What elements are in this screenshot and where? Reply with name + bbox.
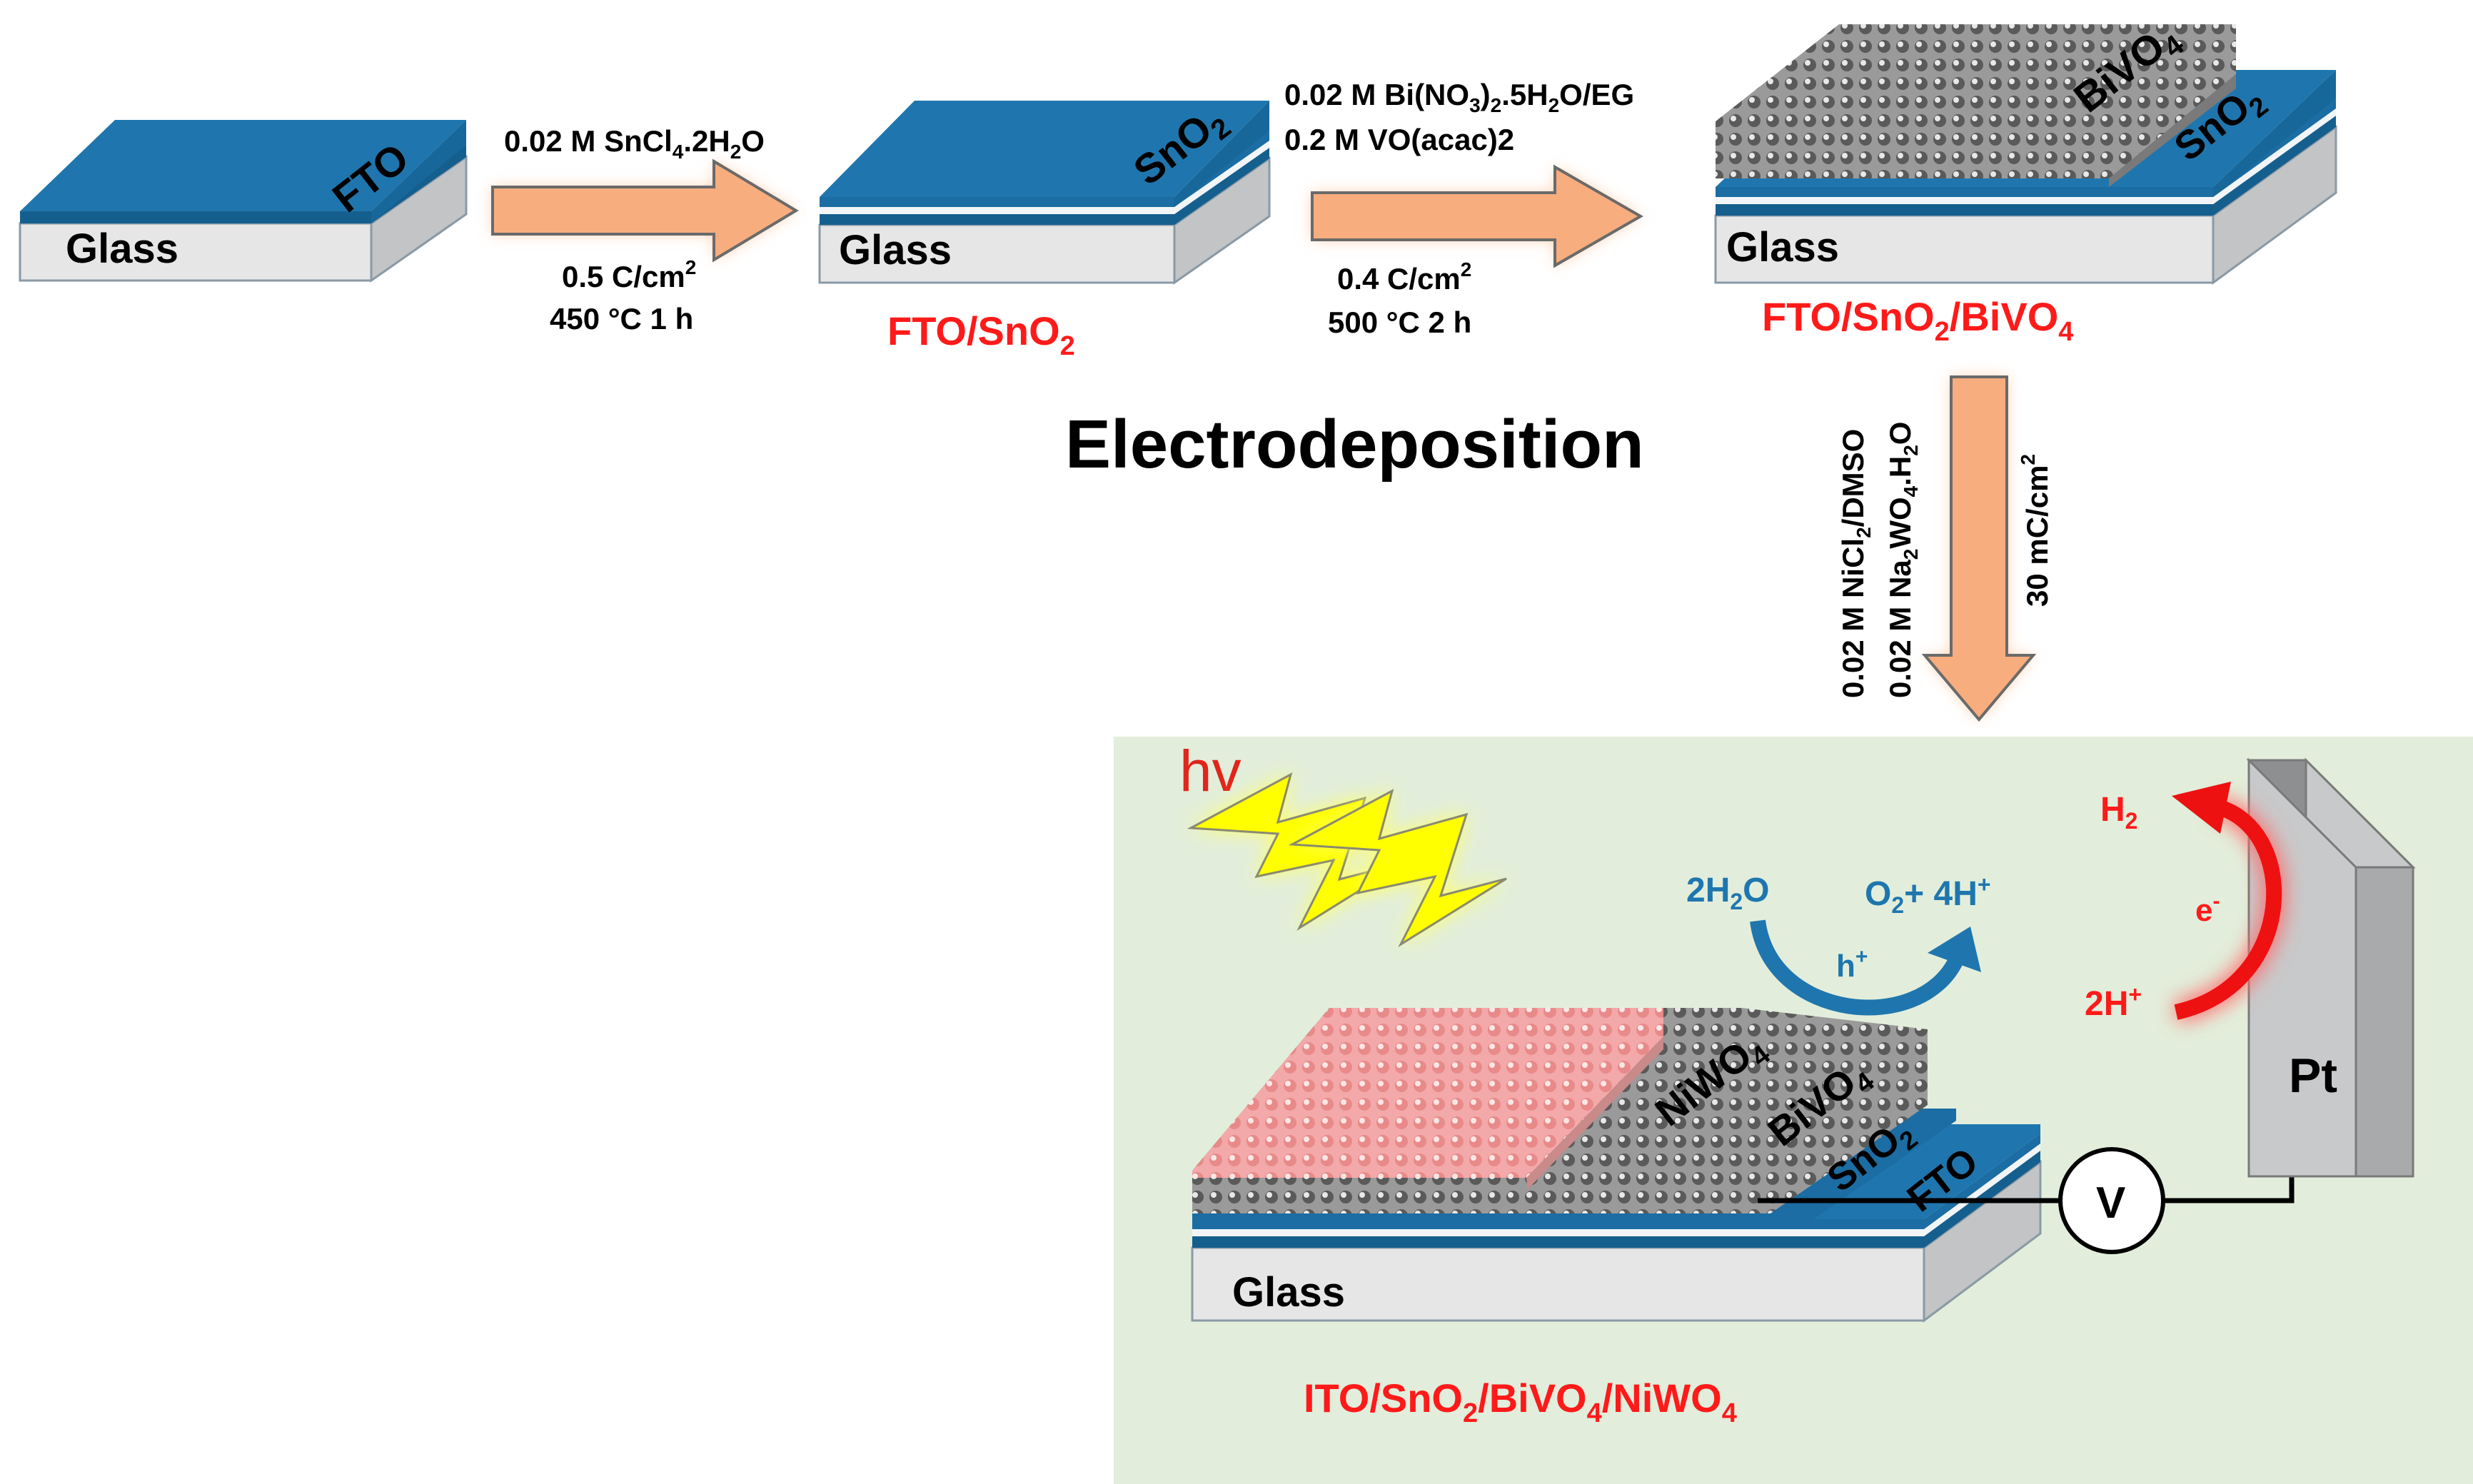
oxidation-product: O2+ 4H+ bbox=[1865, 872, 1991, 918]
curved-arrow-icon bbox=[1750, 919, 1981, 1016]
counter-electrode-label: Pt bbox=[2289, 1049, 2337, 1103]
electron-label: e- bbox=[2195, 889, 2220, 928]
process-arrow-2 bbox=[1311, 164, 1644, 268]
reduction-reactant: 2H+ bbox=[2085, 981, 2142, 1023]
reduction-product: H2 bbox=[2100, 791, 2137, 834]
oxidation-reactant: 2H2O bbox=[1686, 872, 1770, 914]
step1-reagent: 0.02 M SnCl4.2H2O bbox=[504, 124, 765, 163]
substrate-fto-glass: FTO Glass bbox=[19, 120, 468, 283]
step3-reagent2: 0.02 M Na2WO4.H2O bbox=[1883, 422, 1922, 698]
glass-layer-label: Glass bbox=[839, 227, 952, 273]
glass-layer-label: Glass bbox=[1232, 1269, 1345, 1316]
step2-reagent1: 0.02 M Bi(NO3)2.5H2O/EG bbox=[1284, 78, 1634, 116]
substrate-fto-sno2: SnO2 Glass bbox=[818, 101, 1271, 285]
voltmeter-label: V bbox=[2096, 1178, 2125, 1228]
device-name: ITO/SnO2/BiVO4/NiWO4 bbox=[1304, 1376, 1737, 1428]
photoanode-stack: NiWO4 BiVO4 SnO2 FTO Glass bbox=[1191, 1008, 2042, 1323]
step3-charge: 30 mC/cm2 bbox=[2017, 454, 2054, 607]
voltmeter-icon: V bbox=[2058, 1147, 2165, 1254]
step2-anneal: 500 °C 2 h bbox=[1328, 306, 1471, 339]
process-arrow-1 bbox=[491, 158, 799, 263]
step3-reagent1: 0.02 M NiCl2/DMSO bbox=[1836, 429, 1875, 698]
step1-charge: 0.5 C/cm2 bbox=[562, 256, 696, 293]
step2-reagent2: 0.2 M VO(acac)2 bbox=[1284, 123, 1514, 156]
step2-charge: 0.4 C/cm2 bbox=[1337, 258, 1471, 296]
hole-label: h+ bbox=[1836, 945, 1868, 984]
light-label: hv bbox=[1179, 739, 1241, 804]
process-arrow-3 bbox=[1921, 375, 2037, 722]
curved-arrow-icon bbox=[2172, 782, 2285, 1023]
method-title: Electrodeposition bbox=[1065, 406, 1644, 483]
substrate-fto-sno2-bivo4: BiVO4 SnO2 Glass bbox=[1714, 23, 2337, 285]
substrate2-name: FTO/SnO2 bbox=[887, 308, 1075, 361]
glass-layer-label: Glass bbox=[66, 226, 178, 272]
lightning-bolt-icon bbox=[1187, 772, 1507, 948]
glass-layer-label: Glass bbox=[1726, 224, 1839, 271]
step1-anneal: 450 °C 1 h bbox=[550, 302, 693, 335]
substrate3-name: FTO/SnO2/BiVO4 bbox=[1762, 294, 2073, 347]
